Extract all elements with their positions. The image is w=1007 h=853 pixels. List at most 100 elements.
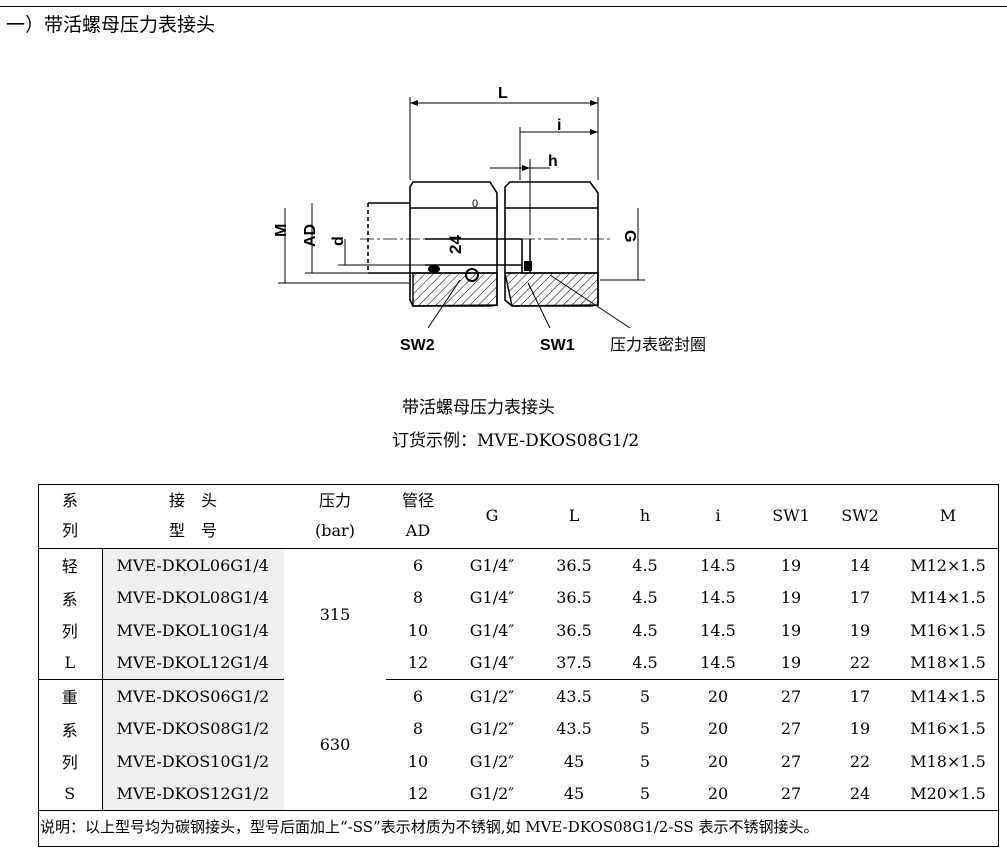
order-example: 订货示例：MVE-DKOS08G1/2 xyxy=(392,431,640,451)
top-rule xyxy=(0,6,1007,7)
g-cell: G1/4″ xyxy=(450,646,534,680)
l-cell: 36.5 xyxy=(556,588,592,608)
g-cell: G1/2″ xyxy=(469,784,515,804)
m-cell: M16×1.5 xyxy=(910,719,986,739)
label-angle: 24 xyxy=(446,235,465,254)
header-l: L xyxy=(534,484,614,549)
series-char: 轻 xyxy=(38,548,103,582)
sw1-cell: 27 xyxy=(780,686,802,706)
sw1-cell: 27 xyxy=(780,784,802,804)
header-model: 接 头型 号 xyxy=(102,484,284,549)
sw1-cell: 19 xyxy=(760,646,822,680)
table-row: 列 MVE-DKOL10G1/4 10 G1/4″ 36.5 4.5 14.5 … xyxy=(38,614,998,647)
g-cell: G1/2″ xyxy=(469,686,515,706)
sw2-cell: 17 xyxy=(849,588,871,608)
m-cell: M16×1.5 xyxy=(910,620,986,640)
label-i: i xyxy=(557,117,561,134)
ad-cell: 10 xyxy=(407,751,429,771)
ad-cell: 10 xyxy=(407,620,429,640)
l-cell: 45 xyxy=(563,751,585,771)
label-AD: AD xyxy=(302,224,319,247)
sw2-cell: 22 xyxy=(849,751,871,771)
sw1-cell: 27 xyxy=(780,719,802,739)
header-series: 系列 xyxy=(38,484,102,549)
ad-cell: 12 xyxy=(386,646,450,680)
table-row: 系 MVE-DKOS08G1/2 8 G1/2″ 43.5 5 20 27 19… xyxy=(38,712,998,745)
m-cell: M12×1.5 xyxy=(910,555,986,575)
i-cell: 14.5 xyxy=(700,588,736,608)
g-cell: G1/4″ xyxy=(469,620,515,640)
series-char: 系 xyxy=(38,581,103,614)
model-cell: MVE-DKOL12G1/4 xyxy=(102,646,284,680)
label-zero: 0 xyxy=(472,198,478,210)
sw2-cell: 24 xyxy=(849,784,871,804)
ad-cell: 12 xyxy=(407,784,429,804)
pressure-cell: 630 xyxy=(319,735,351,755)
sw1-cell: 19 xyxy=(780,620,802,640)
h-cell: 4.5 xyxy=(632,555,658,575)
table-row: 轻 MVE-DKOL06G1/4 315 6 G1/4″ 36.5 4.5 14… xyxy=(38,548,998,624)
header-sw2: SW2 xyxy=(822,484,898,549)
model-cell: MVE-DKOS06G1/2 xyxy=(102,679,284,713)
h-cell: 4.5 xyxy=(632,620,658,640)
header-g: G xyxy=(450,484,534,549)
g-cell: G1/2″ xyxy=(469,719,515,739)
label-h: h xyxy=(548,153,558,170)
label-G: G xyxy=(621,230,638,242)
table-row: 重 MVE-DKOS06G1/2 630 6 G1/2″ 43.5 5 20 2… xyxy=(38,679,998,754)
table-row: 列 MVE-DKOS10G1/2 10 G1/2″ 45 5 20 27 22 … xyxy=(38,745,998,778)
section-title: 一）带活螺母压力表接头 xyxy=(6,14,216,36)
h-cell: 5 xyxy=(639,751,651,771)
model-cell: MVE-DKOS10G1/2 xyxy=(102,745,284,778)
ad-cell: 6 xyxy=(412,686,424,706)
header-i: i xyxy=(676,484,760,549)
l-cell: 45 xyxy=(563,784,585,804)
model-cell: MVE-DKOL06G1/4 xyxy=(102,548,284,582)
nut-left-body xyxy=(409,181,498,307)
ad-cell: 6 xyxy=(412,555,424,575)
m-cell: M14×1.5 xyxy=(910,588,986,608)
ad-cell: 8 xyxy=(412,588,424,608)
pressure-cell: 315 xyxy=(319,604,351,624)
header-sw1: SW1 xyxy=(760,484,822,549)
l-cell: 36.5 xyxy=(556,620,592,640)
ad-cell: 8 xyxy=(412,719,424,739)
series-char: 列 xyxy=(38,745,103,778)
m-cell: M18×1.5 xyxy=(910,751,986,771)
h-cell: 5 xyxy=(639,784,651,804)
label-sw2: SW2 xyxy=(400,337,435,354)
label-seal: 压力表密封圈 xyxy=(610,336,706,354)
i-cell: 14.5 xyxy=(700,620,736,640)
g-cell: G1/2″ xyxy=(469,751,515,771)
i-cell: 20 xyxy=(707,751,729,771)
series-char: 系 xyxy=(38,712,103,745)
l-cell: 37.5 xyxy=(534,646,614,680)
model-cell: MVE-DKOS12G1/2 xyxy=(102,777,284,811)
g-cell: G1/4″ xyxy=(469,555,515,575)
m-cell: M20×1.5 xyxy=(910,784,986,804)
m-cell: M18×1.5 xyxy=(898,646,998,680)
model-cell: MVE-DKOS08G1/2 xyxy=(102,712,284,745)
h-cell: 5 xyxy=(639,719,651,739)
label-d: d xyxy=(330,236,347,246)
sw1-cell: 19 xyxy=(780,588,802,608)
nut-right-body xyxy=(504,181,599,307)
series-char: S xyxy=(38,777,103,811)
model-cell: MVE-DKOL10G1/4 xyxy=(102,614,284,647)
sw2-cell: 17 xyxy=(849,686,871,706)
sw2-cell: 19 xyxy=(849,719,871,739)
table-note: 说明：以上型号均为碳钢接头，型号后面加上“-SS”表示材质为不锈钢,如 MVE-… xyxy=(38,810,998,841)
i-cell: 20 xyxy=(707,719,729,739)
sw1-cell: 27 xyxy=(780,751,802,771)
table-row: L MVE-DKOL12G1/4 12 G1/4″ 37.5 4.5 14.5 … xyxy=(38,646,998,680)
fitting-drawing: L i h M AD d G 24 0 SW2 SW1 压力表密封圈 xyxy=(273,85,706,354)
i-cell: 14.5 xyxy=(700,555,736,575)
series-char: 列 xyxy=(38,614,103,647)
header-pressure: 压力(bar) xyxy=(284,484,386,549)
series-char: 重 xyxy=(38,679,103,713)
i-cell: 20 xyxy=(707,784,729,804)
label-L: L xyxy=(498,85,508,102)
label-M: M xyxy=(273,224,290,237)
